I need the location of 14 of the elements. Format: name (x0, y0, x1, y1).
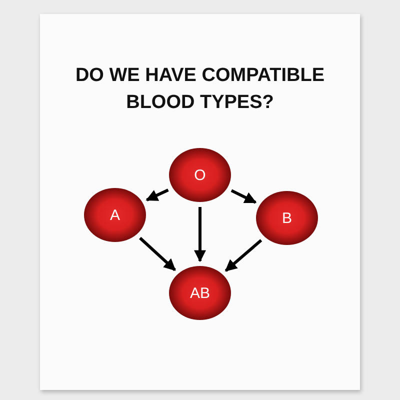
blood-type-label: B (282, 210, 292, 226)
blood-type-circle (169, 148, 231, 202)
blood-type-circle (256, 191, 318, 245)
blood-type-circle (169, 266, 231, 320)
title: DO WE HAVE COMPATIBLE BLOOD TYPES? (74, 64, 326, 115)
arrow (139, 236, 176, 272)
arrow (194, 207, 206, 262)
blood-type-label: AB (190, 284, 210, 302)
blood-type-label: A (110, 206, 120, 224)
arrow (224, 239, 262, 272)
arrow (230, 189, 257, 204)
blood-type-circle (84, 188, 146, 242)
arrow (146, 188, 169, 202)
blood-type-label: O (194, 166, 206, 184)
